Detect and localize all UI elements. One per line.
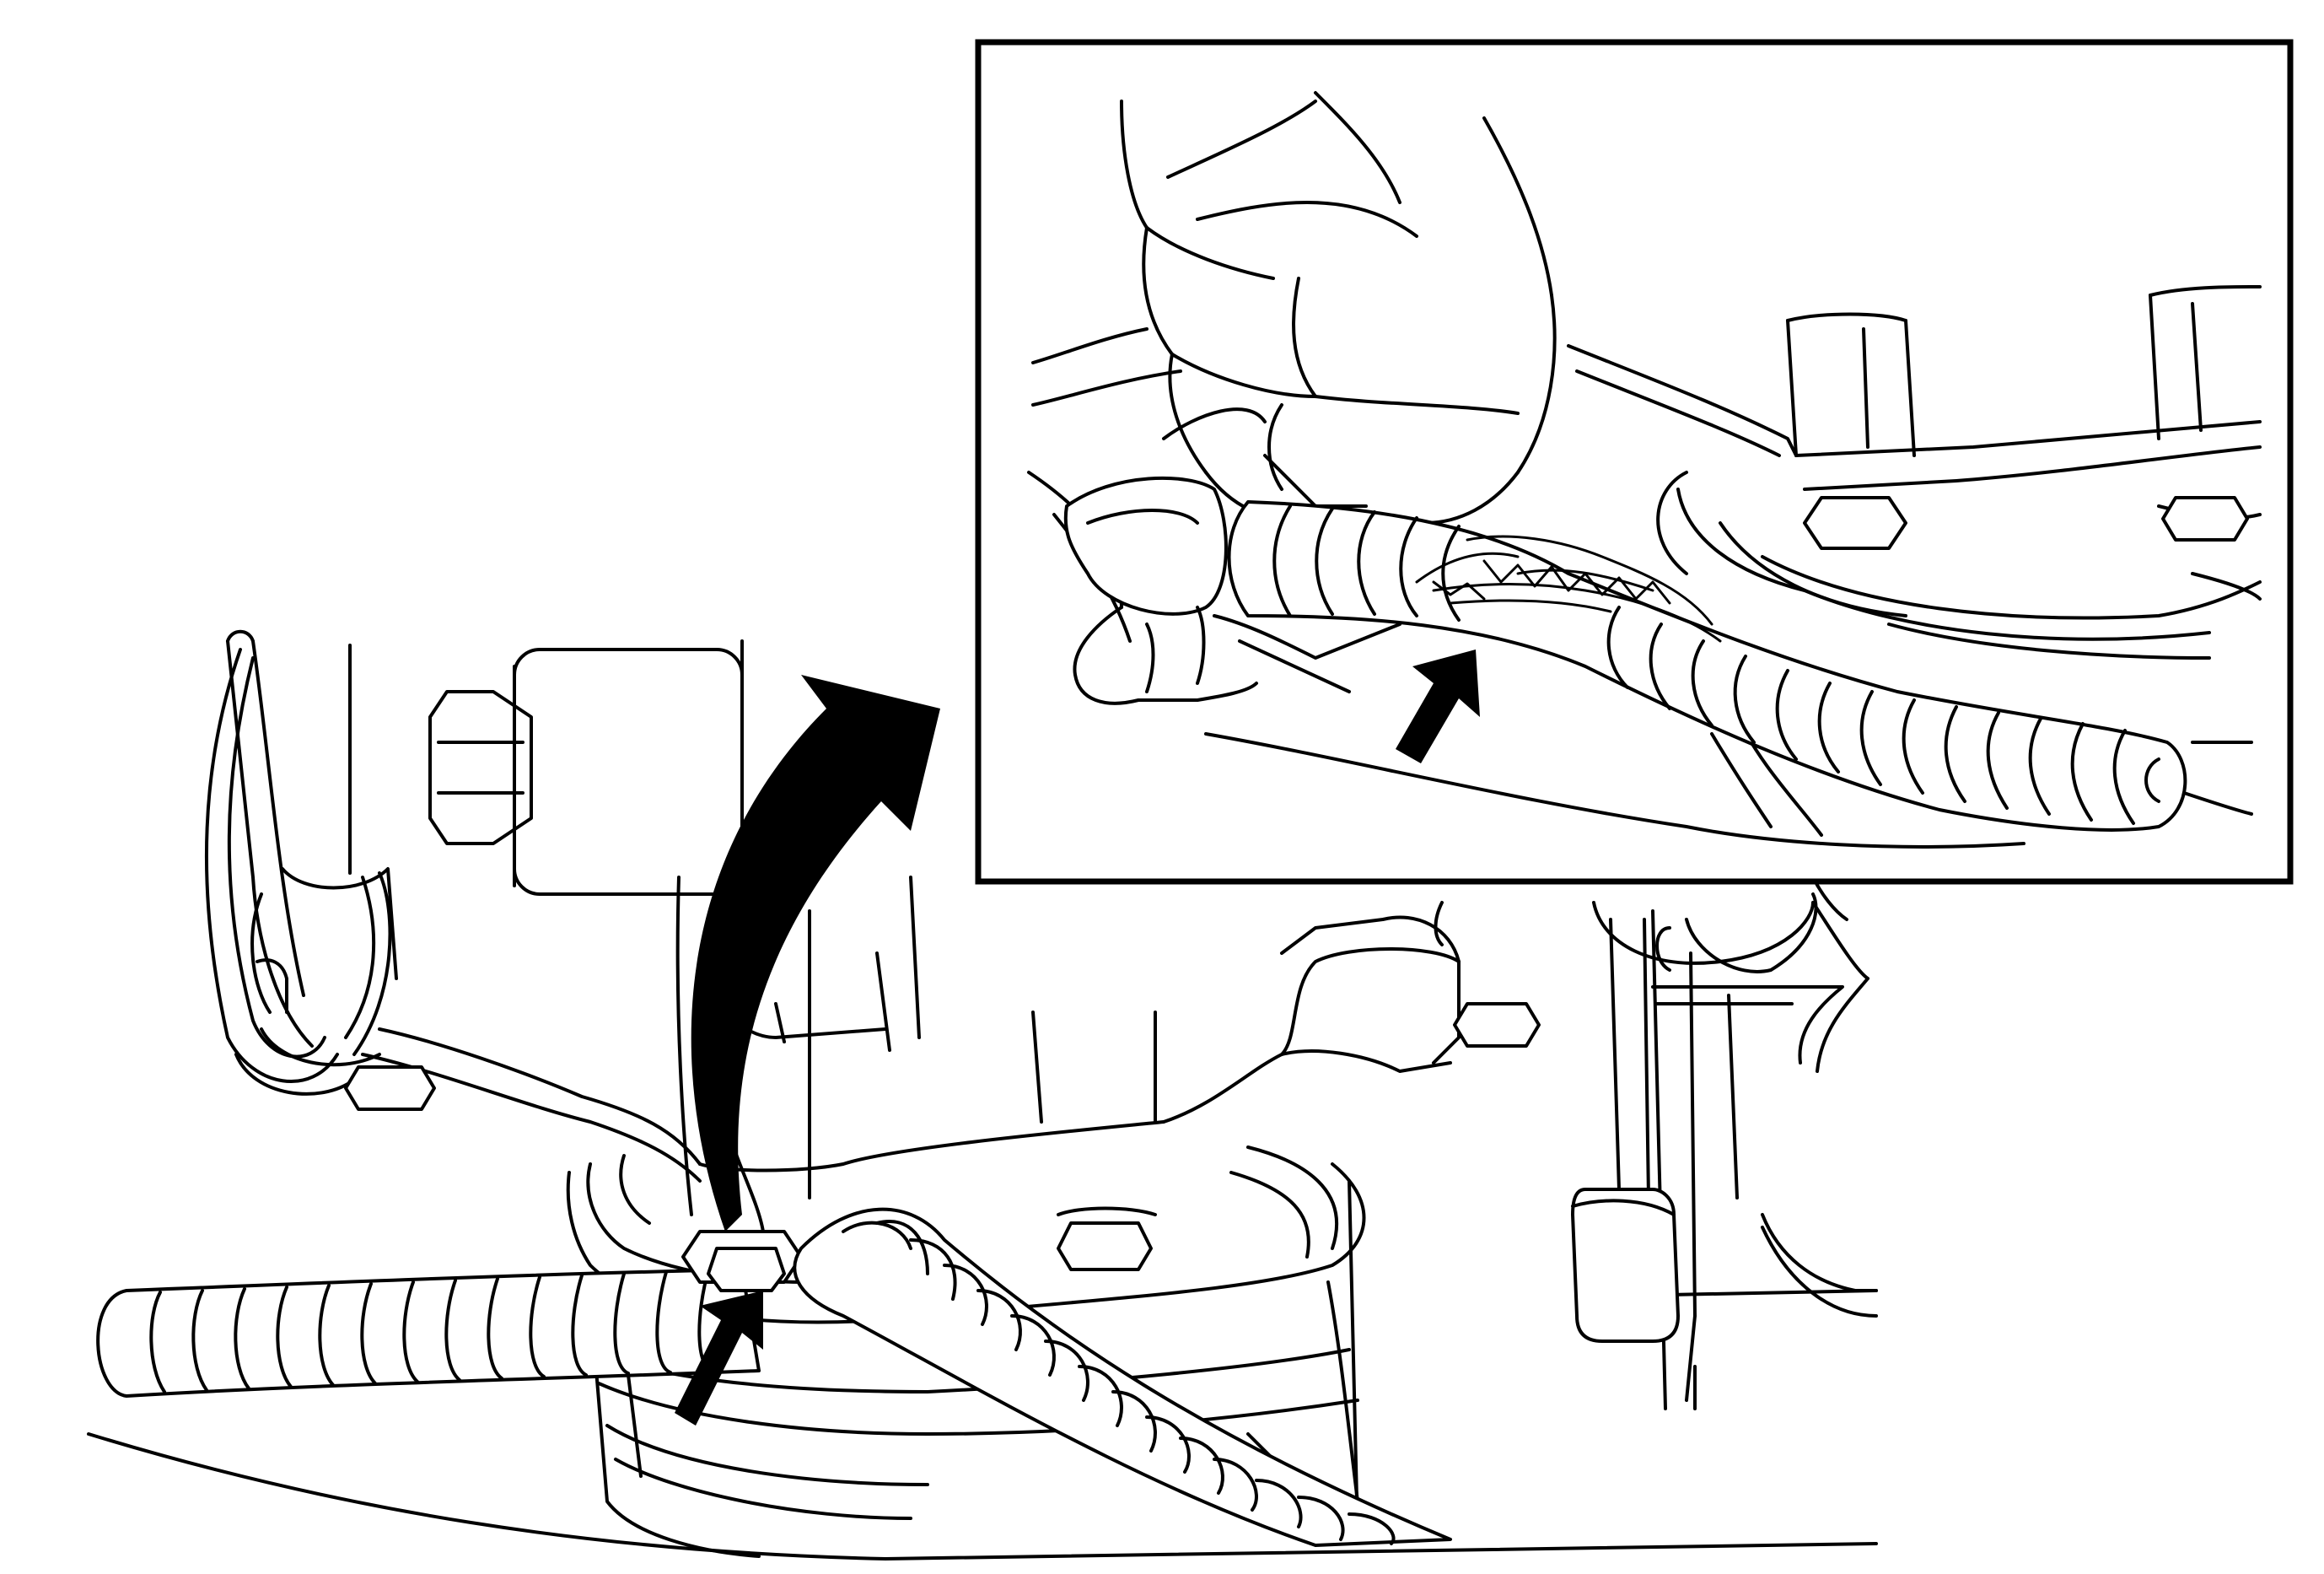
exposed-wires bbox=[1415, 535, 1722, 643]
housing-bolts bbox=[344, 1002, 1541, 1271]
curved-callout-arrow-icon bbox=[691, 675, 940, 1232]
main-view bbox=[87, 629, 1878, 1561]
pointer-arrow-inset bbox=[1396, 650, 1480, 763]
ground-line bbox=[87, 1432, 1878, 1561]
inset-housing bbox=[1204, 285, 2262, 849]
housing bbox=[361, 876, 1461, 1183]
pointer-arrow-main bbox=[675, 1291, 763, 1426]
harness-horizontal bbox=[96, 1268, 761, 1398]
inset-harness bbox=[1227, 500, 2187, 832]
harness-diagonal bbox=[793, 1207, 1452, 1547]
inset-detail bbox=[975, 39, 2294, 885]
clamp-bolt bbox=[675, 876, 811, 1292]
right-components bbox=[1571, 876, 1878, 1410]
left-pipes bbox=[204, 629, 398, 1096]
bolt-upper-left bbox=[428, 639, 744, 896]
